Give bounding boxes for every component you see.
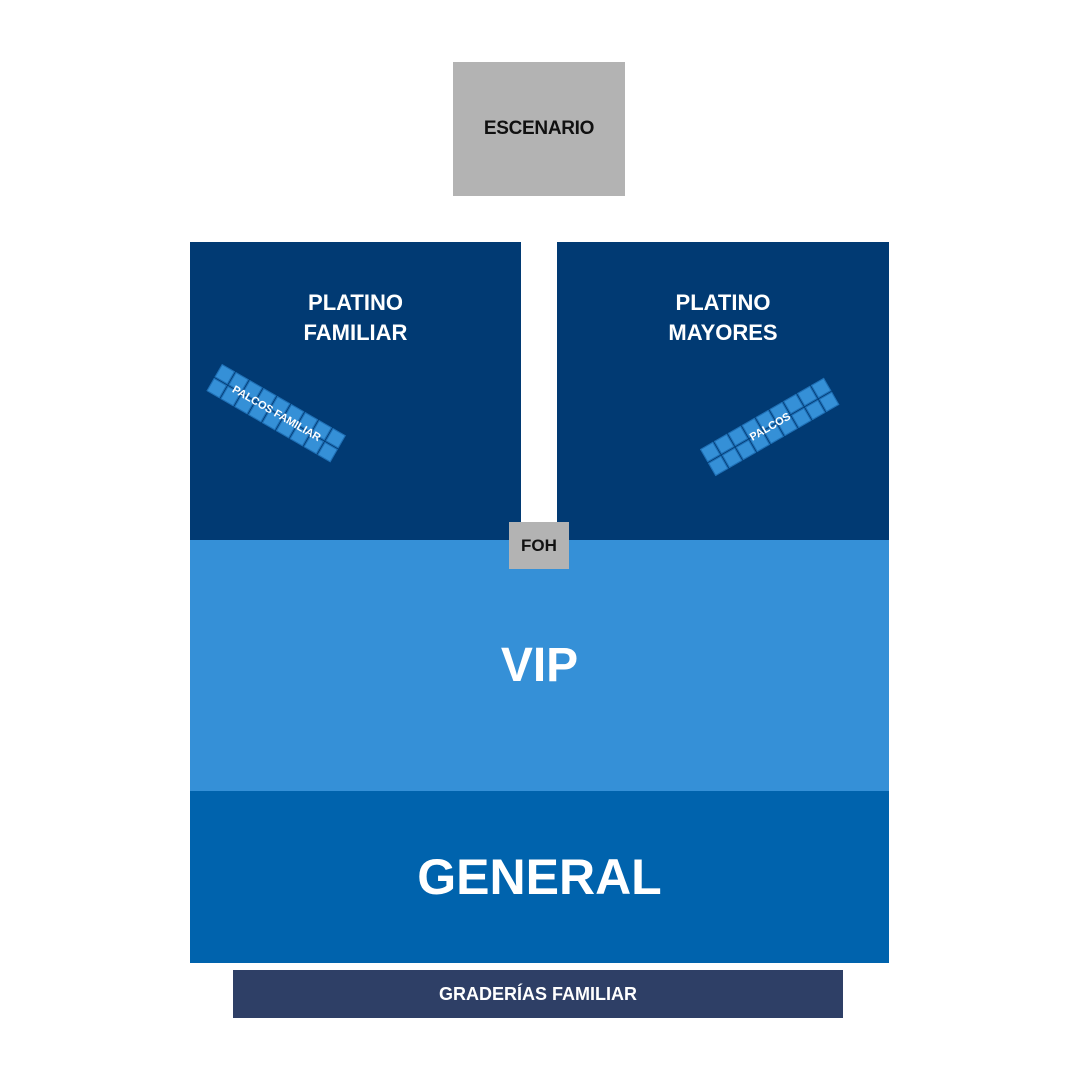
stage-zone[interactable]: ESCENARIO — [453, 62, 625, 196]
graderias-familiar-zone[interactable]: GRADERÍAS FAMILIAR — [233, 970, 843, 1018]
general-zone[interactable]: GENERAL — [190, 791, 889, 963]
platino-mayores-zone[interactable]: PLATINO MAYORES — [557, 242, 889, 540]
foh-booth: FOH — [509, 522, 569, 569]
platino-mayores-label: PLATINO MAYORES — [557, 288, 889, 348]
platino-familiar-label-line2: FAMILIAR — [303, 320, 408, 345]
vip-zone[interactable]: VIP — [190, 540, 889, 791]
platino-mayores-label-line2: MAYORES — [668, 320, 778, 345]
platino-mayores-label-line1: PLATINO — [675, 290, 771, 315]
platino-familiar-label-line1: PLATINO — [308, 290, 403, 315]
platino-familiar-label: PLATINO FAMILIAR — [190, 288, 521, 348]
